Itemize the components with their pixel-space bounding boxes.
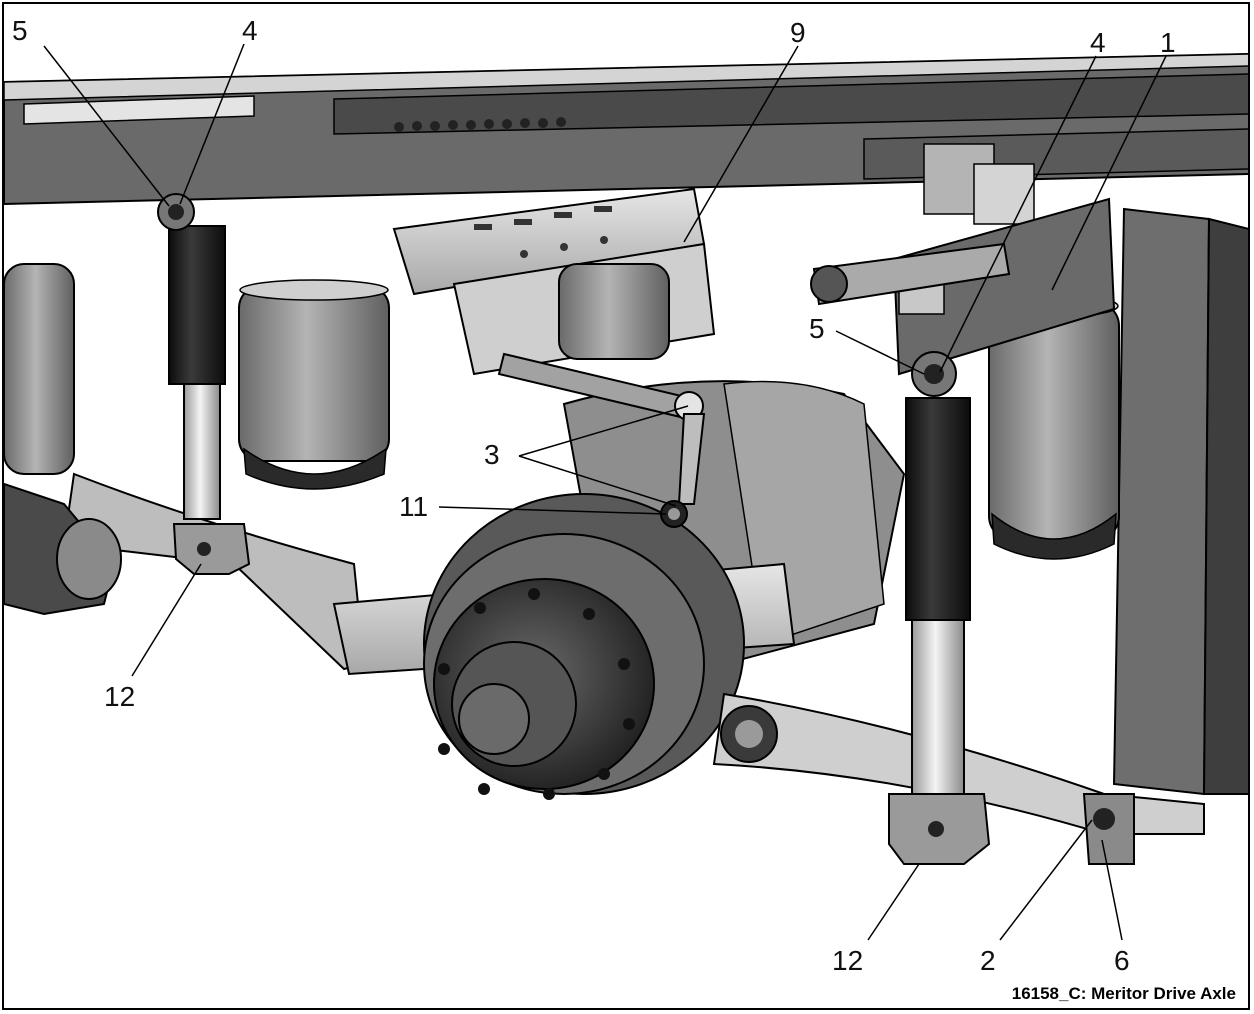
callout-5-left: 5 <box>12 15 28 46</box>
callout-6: 6 <box>1114 945 1130 976</box>
figure-caption: 16158_C: Meritor Drive Axle <box>1011 984 1236 1003</box>
right-shock-absorber <box>888 351 991 865</box>
callout-2: 2 <box>980 945 996 976</box>
left-air-spring <box>238 279 390 490</box>
chassis-frame <box>4 53 1248 225</box>
callout-1: 1 <box>1160 27 1176 58</box>
frame-side-panel <box>1112 207 1248 796</box>
left-shock-absorber <box>157 193 251 575</box>
brake-drum-hub <box>423 493 745 800</box>
drive-axle-illustration: 5 4 9 4 1 5 3 11 12 12 2 6 <box>4 15 1248 976</box>
callout-4-right: 4 <box>1090 27 1106 58</box>
leader-lines <box>43 43 1167 941</box>
callout-labels: 5 4 9 4 1 5 3 11 12 12 2 6 <box>12 15 1176 976</box>
callout-11: 11 <box>399 491 428 522</box>
callout-4-left: 4 <box>242 15 258 46</box>
left-wheel-hub <box>4 482 122 616</box>
rear-air-springs <box>4 263 670 475</box>
callout-5-right: 5 <box>809 313 825 344</box>
upper-link <box>810 242 1011 306</box>
callout-3: 3 <box>484 439 500 470</box>
callout-9: 9 <box>790 17 806 48</box>
callout-12-right: 12 <box>832 945 863 976</box>
callout-12-left: 12 <box>104 681 135 712</box>
lateral-links <box>497 352 706 528</box>
